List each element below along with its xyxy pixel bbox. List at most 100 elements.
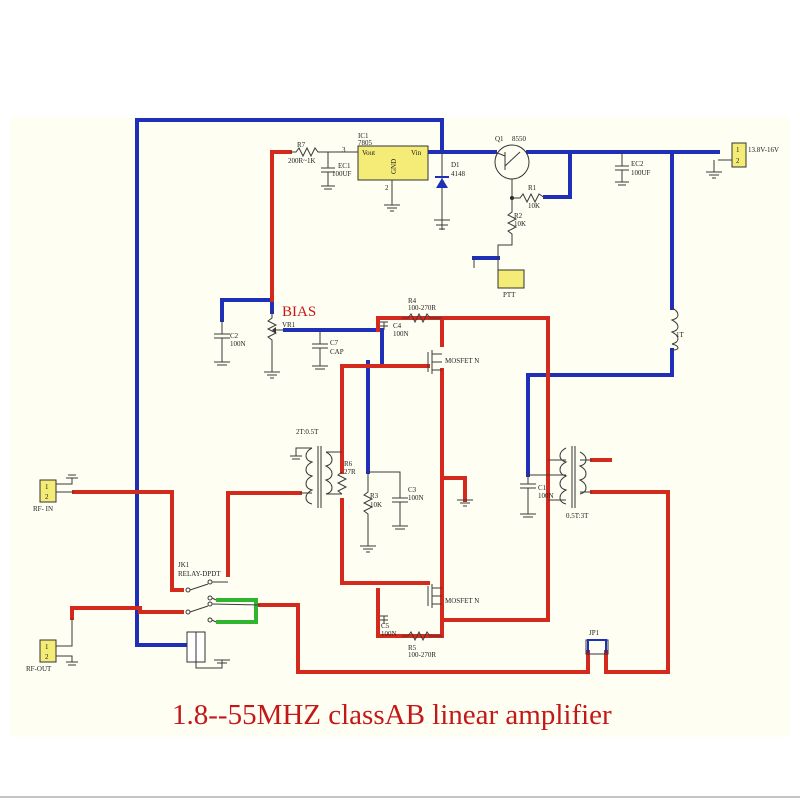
- r5-ref: R5: [408, 644, 417, 652]
- input-transformer: 2T:0.5T: [290, 428, 342, 508]
- output-transformer: 0.5T:3T: [528, 446, 592, 520]
- c7-ref: C7: [330, 339, 339, 347]
- r7-resistor: R7 200R~1K: [288, 141, 328, 165]
- supply-pin1: 1: [736, 146, 740, 154]
- ic1-regulator: IC1 7805 Vout Vin GND 3 2: [328, 132, 429, 212]
- r6-ref: R6: [344, 460, 353, 468]
- choke-to-transformer: [526, 348, 674, 477]
- c1-value: 100N: [538, 492, 554, 500]
- relay-jk1: JK1 RELAY-DPDT: [178, 561, 261, 669]
- bias-c2-link: [220, 298, 274, 322]
- r2-resistor: R2 10K: [497, 198, 526, 270]
- relay-to-input-xfmr: [226, 491, 302, 577]
- c3-ref: C3: [408, 486, 417, 494]
- rf-in-label: RF- IN: [33, 505, 53, 513]
- c5-value: 100N: [381, 630, 397, 638]
- ic1-pin3: 3: [342, 146, 346, 154]
- r4-value: 100-270R: [408, 304, 436, 312]
- r4-resistor: R4 100-270R: [402, 297, 442, 324]
- t-out-ratio: 0.5T:3T: [566, 512, 589, 520]
- gate-top: [340, 364, 430, 474]
- supply-pin2: 2: [736, 157, 740, 165]
- c2-value: 100N: [230, 340, 246, 348]
- c7-value: CAP: [330, 348, 344, 356]
- supply-rail-left: [135, 118, 444, 647]
- supply-connector[interactable]: 1 2 13.8V-16V: [706, 142, 779, 179]
- q1-part: 8550: [512, 135, 527, 143]
- vr1-potentiometer: VR1: [264, 312, 296, 379]
- relay-to-output: [258, 603, 590, 674]
- d1-diode: D1 4148: [434, 152, 466, 230]
- schematic-panel: [10, 117, 790, 737]
- q1-transistor: Q1 8550: [494, 135, 530, 200]
- jp1-jumper[interactable]: JP1: [585, 629, 609, 655]
- q1-ref: Q1: [495, 135, 504, 143]
- rf-out-pin2: 2: [45, 653, 49, 661]
- source-ground: [440, 476, 467, 502]
- ic1-vin: Vin: [411, 149, 422, 157]
- r7-feed: [270, 150, 292, 302]
- vr1-ref: VR1: [282, 321, 296, 329]
- ec2-capacitor: EC2 100UF: [615, 152, 651, 186]
- r5-value: 100-270R: [408, 651, 436, 659]
- ec2-ref: EC2: [631, 160, 644, 168]
- output-xfmr-link: [590, 490, 670, 674]
- relay-label: RELAY-DPDT: [178, 570, 221, 578]
- c3-capacitor: C3 100N: [368, 471, 424, 530]
- ic1-part: 7805: [358, 139, 373, 147]
- choke-inductor: 1T: [670, 307, 685, 351]
- feedback-top: [376, 316, 444, 347]
- r3-resistor: R3 10K: [360, 472, 382, 553]
- c1-ref: C1: [538, 484, 547, 492]
- choke-turns: 1T: [676, 331, 685, 339]
- r1-ref: R1: [528, 184, 537, 192]
- c7-capacitor: C7 CAP: [312, 330, 344, 370]
- jp1-ref: JP1: [589, 629, 600, 637]
- ec1-value: 100UF: [332, 170, 352, 178]
- ptt-label: PTT: [503, 291, 516, 299]
- rf-out-connector[interactable]: 1 2 RF-OUT: [26, 618, 78, 673]
- ic1-ref: IC1: [358, 132, 369, 140]
- ec1-capacitor: EC1 100UF: [321, 152, 352, 190]
- ec1-ref: EC1: [338, 162, 351, 170]
- rf-out-label: RF-OUT: [26, 665, 52, 673]
- bias-wiper: [283, 328, 384, 364]
- rf-in-pin2: 2: [45, 493, 49, 501]
- r3-ref: R3: [370, 492, 379, 500]
- mosfet-upper: MOSFET N: [427, 350, 479, 374]
- c5-capacitor: C5 100N: [380, 615, 397, 638]
- ic1-gnd: GND: [390, 159, 398, 174]
- r6-resistor: R6 27R: [336, 460, 356, 495]
- mosfet-lower: MOSFET N: [427, 584, 479, 608]
- ic1-vout: Vout: [362, 149, 375, 157]
- c4-value: 100N: [393, 330, 409, 338]
- relay-jumper: [216, 598, 258, 624]
- c5-ref: C5: [381, 622, 390, 630]
- r4-ref: R4: [408, 297, 417, 305]
- r1-resistor: R1 10K: [512, 184, 546, 210]
- c4-capacitor: C4 100N: [380, 321, 409, 338]
- r3-value: 10K: [370, 501, 382, 509]
- ic1-pin2: 2: [385, 184, 389, 192]
- r1-value: 10K: [528, 202, 540, 210]
- c1-capacitor: C1 100N: [520, 475, 554, 518]
- c2-ref: C2: [230, 332, 239, 340]
- ptt-connector[interactable]: PTT: [473, 258, 525, 299]
- gate-bottom: [340, 498, 430, 585]
- c2-capacitor: C2 100N: [214, 320, 246, 366]
- r7-value: 200R~1K: [288, 157, 316, 165]
- diagram-title: 1.8--55MHZ classAB linear amplifier: [172, 699, 612, 731]
- r5-resistor: R5 100-270R: [402, 630, 442, 659]
- mosfet-lower-label: MOSFET N: [445, 597, 479, 605]
- rf-in-path: [72, 490, 184, 592]
- feedback-bottom: [376, 588, 444, 638]
- rf-out-pin1: 1: [45, 643, 49, 651]
- d1-value: 4148: [451, 170, 466, 178]
- rf-in-connector[interactable]: 1 2 RF- IN: [33, 474, 78, 513]
- bias-label: BIAS: [282, 304, 316, 320]
- r6-value: 27R: [344, 468, 356, 476]
- dc-traces: [135, 118, 720, 647]
- t-in-ratio: 2T:0.5T: [296, 428, 319, 436]
- r2-ref: R2: [514, 212, 523, 220]
